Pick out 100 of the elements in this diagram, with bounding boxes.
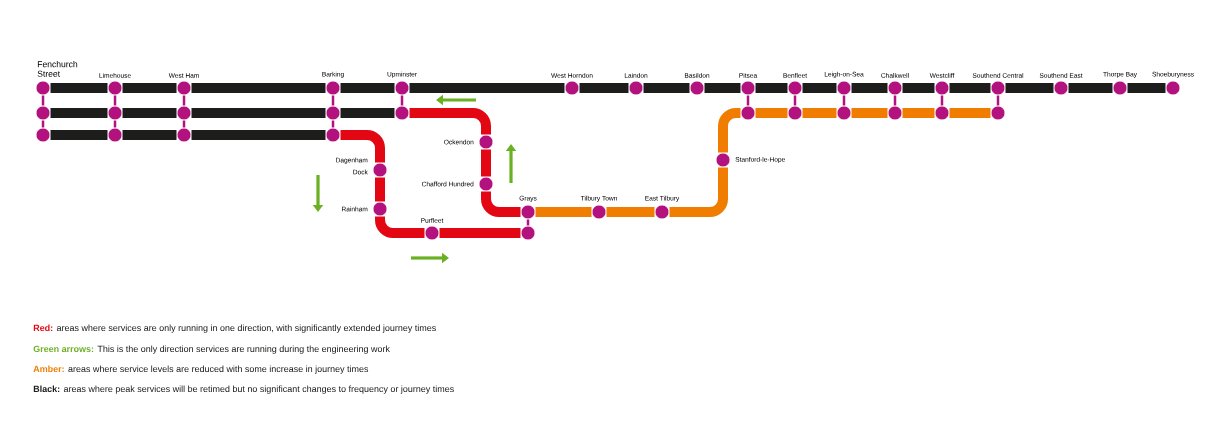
legend-key: Black: bbox=[33, 385, 60, 393]
station-link bbox=[746, 95, 750, 106]
track-line bbox=[122, 130, 177, 140]
station-dot bbox=[372, 201, 388, 217]
station-link bbox=[113, 95, 117, 106]
station-dot bbox=[478, 134, 494, 150]
track-line bbox=[340, 130, 385, 163]
station-dot bbox=[35, 105, 51, 121]
station-label: Fenchurch Street bbox=[37, 60, 78, 77]
station-dot bbox=[176, 127, 192, 143]
station-dot bbox=[934, 80, 950, 96]
station-link bbox=[182, 95, 186, 106]
station-dot bbox=[35, 127, 51, 143]
station-link bbox=[331, 120, 335, 128]
legend-text: areas where service levels are reduced with some increase in journey times bbox=[68, 365, 369, 374]
station-dot bbox=[1112, 80, 1128, 96]
track-line bbox=[191, 108, 326, 118]
station-dot bbox=[591, 204, 607, 220]
station-link bbox=[940, 95, 944, 106]
station-dot bbox=[740, 80, 756, 96]
station-link bbox=[331, 95, 335, 106]
station-dot bbox=[325, 127, 341, 143]
track-line bbox=[704, 83, 741, 93]
legend-text: This is the only direction services are running during the engineering work bbox=[97, 345, 390, 354]
station-dot bbox=[990, 105, 1006, 121]
station-dot bbox=[107, 105, 123, 121]
track-line bbox=[851, 108, 888, 118]
legend-key: Green arrows: bbox=[33, 345, 94, 353]
track-line bbox=[643, 83, 690, 93]
station-link bbox=[41, 95, 45, 106]
station-link bbox=[113, 120, 117, 128]
track-line bbox=[718, 108, 741, 153]
track-line bbox=[50, 108, 108, 118]
track-line bbox=[949, 108, 991, 118]
track-line bbox=[50, 130, 108, 140]
track-line bbox=[50, 83, 108, 93]
track-line bbox=[409, 108, 491, 135]
station-dot bbox=[478, 176, 494, 192]
track-line bbox=[439, 228, 521, 238]
track-line bbox=[191, 83, 326, 93]
station-dot bbox=[787, 105, 803, 121]
station-dot bbox=[934, 105, 950, 121]
station-dot bbox=[628, 80, 644, 96]
track-line bbox=[375, 215, 425, 238]
track-line bbox=[579, 83, 629, 93]
station-dot bbox=[424, 225, 440, 241]
station-dot bbox=[787, 80, 803, 96]
station-dot bbox=[394, 80, 410, 96]
track-line bbox=[902, 108, 935, 118]
station-dot bbox=[176, 80, 192, 96]
station-dot bbox=[520, 204, 536, 220]
track-line bbox=[122, 108, 177, 118]
track-line bbox=[755, 108, 788, 118]
station-dot bbox=[394, 105, 410, 121]
track-line bbox=[1068, 83, 1113, 93]
station-dot bbox=[715, 152, 731, 168]
station-dot bbox=[1053, 80, 1069, 96]
station-dot bbox=[176, 105, 192, 121]
station-link bbox=[182, 120, 186, 128]
legend-key: Amber: bbox=[33, 365, 64, 373]
track-line bbox=[122, 83, 177, 93]
track-line bbox=[340, 83, 395, 93]
track-line bbox=[851, 83, 888, 93]
track-line bbox=[802, 108, 837, 118]
track-line bbox=[535, 207, 592, 217]
station-link bbox=[793, 95, 797, 106]
track-line bbox=[340, 108, 395, 118]
station-dot bbox=[325, 80, 341, 96]
track-line bbox=[1005, 83, 1054, 93]
track-line bbox=[669, 167, 728, 217]
station-dot bbox=[1165, 80, 1181, 96]
track-line bbox=[375, 177, 385, 202]
station-dot bbox=[35, 80, 51, 96]
station-link bbox=[996, 95, 1000, 106]
track-line bbox=[755, 83, 788, 93]
station-dot bbox=[564, 80, 580, 96]
station-link bbox=[526, 219, 530, 226]
station-link bbox=[893, 95, 897, 106]
track-line bbox=[481, 149, 491, 177]
station-dot bbox=[990, 80, 1006, 96]
track-line bbox=[191, 130, 326, 140]
station-dot bbox=[325, 105, 341, 121]
legend-text: areas where peak services will be retimed but no significant changes to frequency or journey times bbox=[63, 385, 454, 394]
station-dot bbox=[520, 225, 536, 241]
station-link bbox=[41, 120, 45, 128]
station-dot bbox=[107, 80, 123, 96]
station-dot bbox=[107, 127, 123, 143]
station-dot bbox=[372, 162, 388, 178]
track-line bbox=[1127, 83, 1166, 93]
station-dot bbox=[836, 80, 852, 96]
station-dot bbox=[740, 105, 756, 121]
station-dot bbox=[887, 80, 903, 96]
station-dot bbox=[654, 204, 670, 220]
station-link bbox=[842, 95, 846, 106]
track-line bbox=[802, 83, 837, 93]
station-dot bbox=[836, 105, 852, 121]
legend-key: Red: bbox=[33, 324, 53, 332]
track-line bbox=[902, 83, 935, 93]
station-link bbox=[400, 95, 404, 106]
station-dot bbox=[887, 105, 903, 121]
